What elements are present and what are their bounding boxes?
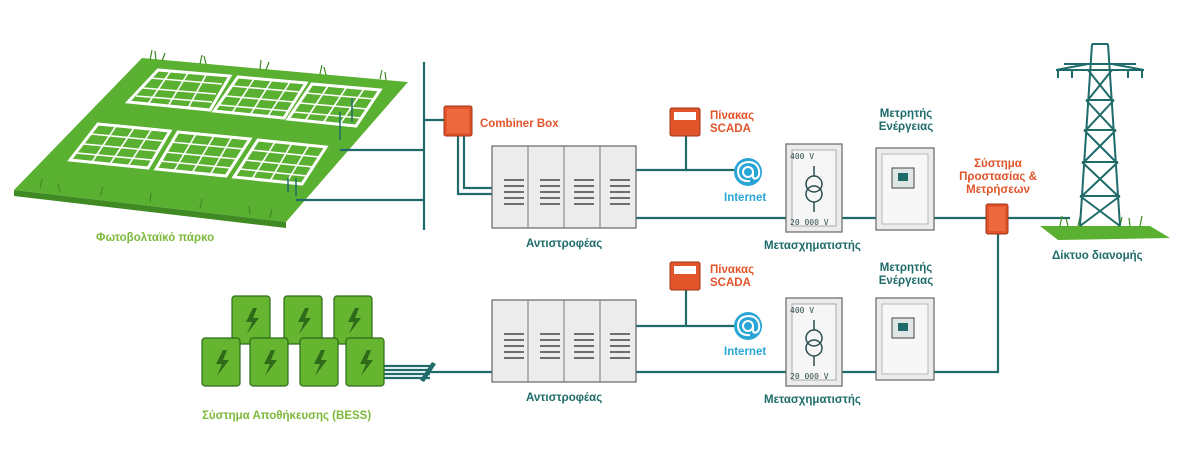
energy-meter-top — [875, 147, 935, 231]
transformer-top — [785, 143, 843, 233]
pv-park — [14, 49, 408, 228]
internet-icon — [734, 312, 762, 340]
battery-unit — [283, 295, 323, 345]
scada-bottom-label: Πίνακας SCADA — [710, 264, 755, 289]
transformer-top-label: Μετασχηματιστής — [764, 240, 861, 252]
inverter-bottom — [491, 299, 637, 383]
transformer-bottom-label: Μετασχηματιστής — [764, 394, 861, 406]
solar-panel — [231, 138, 329, 186]
energy-meter-bottom — [875, 297, 935, 381]
scada-panel-bottom — [669, 261, 701, 291]
solar-panel — [211, 75, 309, 120]
inverter-bottom-label: Αντιστροφέας — [526, 392, 603, 404]
solar-panel — [153, 130, 253, 178]
meter-top-label: Μετρητής Ενέργειας — [878, 108, 934, 133]
scada-top-label: Πίνακας SCADA — [710, 110, 755, 135]
cables — [296, 62, 1070, 380]
transformer-top-low-voltage: 20 000 V — [790, 218, 829, 227]
solar-panel — [67, 122, 173, 170]
scada-panel-top — [669, 107, 701, 137]
internet-icon — [734, 158, 762, 186]
protection-metering-box — [985, 203, 1009, 235]
transformer-bottom-low-voltage: 20 000 V — [790, 372, 829, 381]
combiner-box-label: Combiner Box — [480, 118, 559, 130]
combiner-box — [443, 105, 473, 137]
battery-unit — [201, 337, 241, 387]
battery-unit — [333, 295, 373, 345]
solar-panels — [67, 68, 383, 186]
bess-label: Σύστημα Αποθήκευσης (BESS) — [202, 410, 372, 422]
internet-bottom-label: Internet — [724, 346, 767, 358]
battery-unit — [231, 295, 271, 345]
bess-batteries — [201, 295, 385, 387]
pv-park-label: Φωτοβολταϊκό πάρκο — [96, 232, 215, 244]
battery-unit — [299, 337, 339, 387]
protection-metering-label: Σύστημα Προστασίας & Μετρήσεων — [959, 158, 1037, 196]
cable-connector — [420, 362, 436, 382]
solar-panel — [285, 82, 383, 128]
solar-panel — [124, 68, 233, 112]
meter-bottom-label: Μετρητής Ενέργειας — [878, 262, 934, 287]
transformer-bottom-high-voltage: 400 V — [790, 306, 815, 315]
inverter-top-label: Αντιστροφέας — [526, 238, 603, 250]
grid-label: Δίκτυο διανομής — [1052, 250, 1143, 262]
transformer-top-high-voltage: 400 V — [790, 152, 815, 161]
battery-unit — [345, 337, 385, 387]
inverter-top — [491, 145, 637, 229]
transmission-tower-icon — [1040, 43, 1170, 240]
battery-unit — [249, 337, 289, 387]
internet-top-label: Internet — [724, 192, 767, 204]
transformer-bottom — [785, 297, 843, 387]
